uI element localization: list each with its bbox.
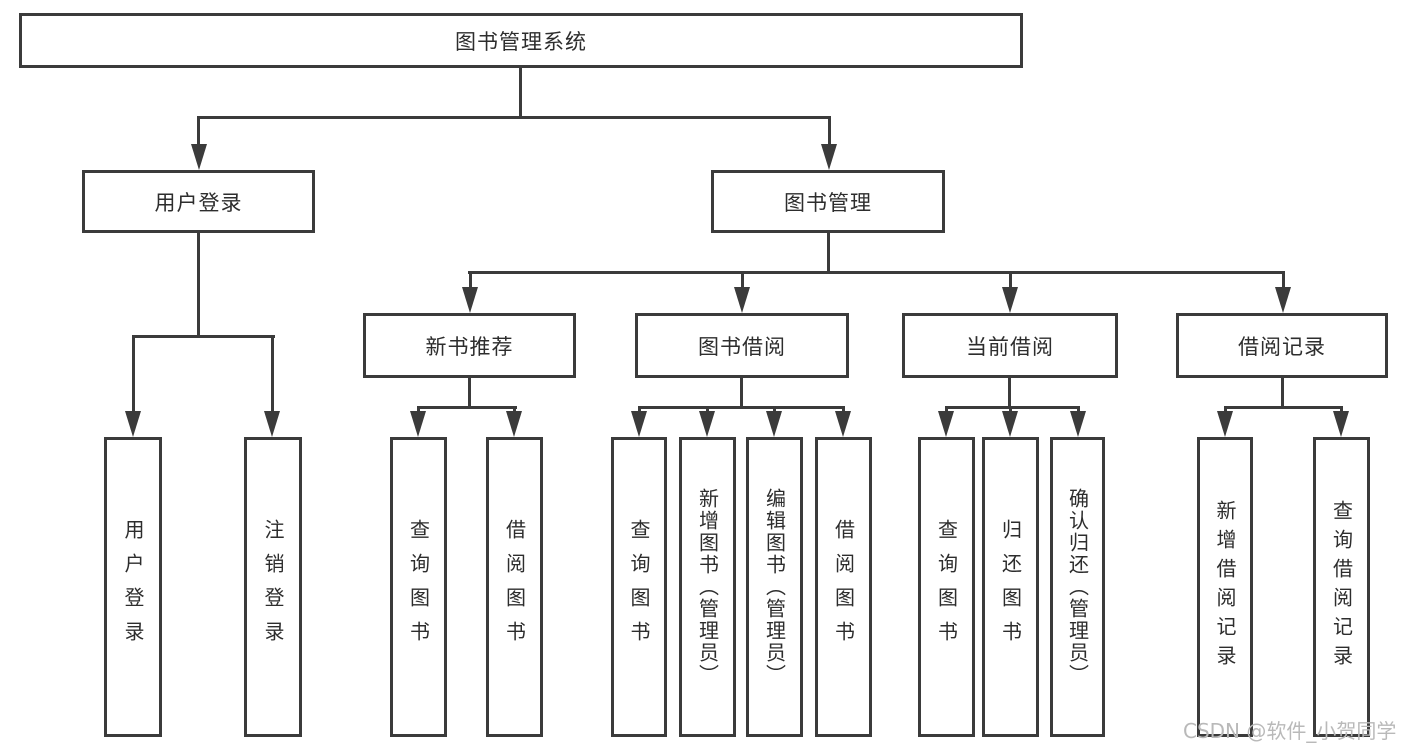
node-label: 确认归还（管理员）	[1065, 488, 1090, 686]
connector-root-stem	[519, 66, 522, 118]
connector-stem-leaf	[1224, 406, 1227, 412]
node-label: 新书推荐	[425, 334, 514, 359]
arrowhead-icon	[264, 411, 280, 437]
node-logout: 注销登录	[244, 437, 302, 737]
node-borrow-books-1: 借阅图书	[486, 437, 543, 737]
node-label: 图书管理系统	[455, 29, 587, 54]
node-user-login: 用户登录	[82, 170, 315, 233]
connector-user-login-crossbar	[132, 335, 275, 338]
connector-stem-leaf	[1009, 406, 1012, 412]
arrowhead-icon	[821, 144, 837, 170]
node-add-borrow-record: 新增借阅记录	[1197, 437, 1253, 737]
connector-stem-leaf	[638, 406, 641, 412]
arrowhead-icon	[766, 411, 782, 437]
arrowhead-icon	[699, 411, 715, 437]
connector-stem-book-management	[828, 116, 831, 146]
connector-new-book-crossbar	[417, 406, 517, 409]
node-label: 归还图书	[998, 519, 1023, 655]
connector-stem-leaf	[945, 406, 948, 412]
connector-current-borrow-crossbar	[945, 406, 1080, 409]
node-label: 当前借阅	[966, 334, 1054, 359]
connector-current-borrow-stem	[1008, 378, 1011, 409]
node-add-books-admin: 新增图书（管理员）	[679, 437, 736, 737]
arrowhead-icon	[1002, 411, 1018, 437]
node-label: 图书借阅	[698, 334, 786, 359]
node-label: 新增借阅记录	[1213, 500, 1237, 674]
arrowhead-icon	[125, 411, 141, 437]
node-user-login-leaf: 用户登录	[104, 437, 162, 737]
connector-stem-user-login	[197, 116, 200, 146]
node-query-books-2: 查询图书	[611, 437, 667, 737]
arrowhead-icon	[506, 411, 522, 437]
node-label: 借阅图书	[502, 519, 527, 655]
csdn-watermark: CSDN @软件_小贺同学	[1183, 719, 1397, 743]
node-label: 新增图书（管理员）	[695, 488, 720, 686]
connector-borrow-records-stem	[1281, 378, 1284, 409]
node-query-books-1: 查询图书	[390, 437, 447, 737]
connector-stem-leaf	[271, 335, 274, 411]
node-label: 用户登录	[154, 190, 243, 215]
node-confirm-return-admin: 确认归还（管理员）	[1050, 437, 1105, 737]
arrowhead-icon	[1275, 287, 1291, 313]
node-book-management: 图书管理	[711, 170, 945, 233]
node-book-borrowing: 图书借阅	[635, 313, 849, 378]
connector-stem-leaf	[706, 406, 709, 412]
arrowhead-icon	[734, 287, 750, 313]
connector-book-borrow-stem	[740, 378, 743, 409]
arrowhead-icon	[410, 411, 426, 437]
connector-stem-leaf	[417, 406, 420, 412]
arrowhead-icon	[191, 144, 207, 170]
node-query-borrow-record: 查询借阅记录	[1313, 437, 1370, 737]
node-library-management-system: 图书管理系统	[19, 13, 1023, 68]
connector-stem-current-borrow	[1009, 271, 1012, 287]
connector-stem-new-book	[469, 271, 472, 287]
arrowhead-icon	[938, 411, 954, 437]
node-label: 图书管理	[784, 190, 872, 215]
connector-book-management-crossbar	[468, 271, 1285, 274]
node-label: 查询图书	[627, 519, 651, 655]
node-label: 查询图书	[934, 519, 959, 655]
arrowhead-icon	[1333, 411, 1349, 437]
connector-stem-borrow-records	[1282, 271, 1285, 287]
node-new-book-recommend: 新书推荐	[363, 313, 576, 378]
node-label: 编辑图书（管理员）	[762, 488, 787, 686]
arrowhead-icon	[1002, 287, 1018, 313]
connector-root-crossbar	[197, 116, 831, 119]
node-borrow-books-2: 借阅图书	[815, 437, 872, 737]
arrowhead-icon	[462, 287, 478, 313]
connector-new-book-stem	[468, 378, 471, 409]
connector-stem-leaf	[1340, 406, 1343, 412]
arrowhead-icon	[631, 411, 647, 437]
node-label: 用户登录	[121, 519, 145, 655]
connector-book-borrow-crossbar	[638, 406, 845, 409]
connector-stem-book-borrow	[741, 271, 744, 287]
connector-stem-leaf	[1077, 406, 1080, 412]
node-label: 注销登录	[261, 519, 285, 655]
node-return-books: 归还图书	[982, 437, 1039, 737]
node-label: 借阅记录	[1238, 334, 1326, 359]
connector-borrow-records-crossbar	[1224, 406, 1343, 409]
node-label: 查询图书	[406, 519, 431, 655]
node-label: 借阅图书	[831, 519, 856, 655]
arrowhead-icon	[835, 411, 851, 437]
connector-stem-leaf	[132, 335, 135, 411]
connector-stem-leaf	[773, 406, 776, 412]
connector-stem-leaf	[513, 406, 516, 412]
connector-book-management-stem	[827, 233, 830, 274]
node-borrowing-records: 借阅记录	[1176, 313, 1388, 378]
connector-user-login-stem	[197, 233, 200, 337]
node-label: 查询借阅记录	[1329, 500, 1354, 674]
arrowhead-icon	[1070, 411, 1086, 437]
node-current-borrowing: 当前借阅	[902, 313, 1118, 378]
arrowhead-icon	[1217, 411, 1233, 437]
node-edit-books-admin: 编辑图书（管理员）	[746, 437, 803, 737]
connector-stem-leaf	[842, 406, 845, 412]
node-query-books-3: 查询图书	[918, 437, 975, 737]
